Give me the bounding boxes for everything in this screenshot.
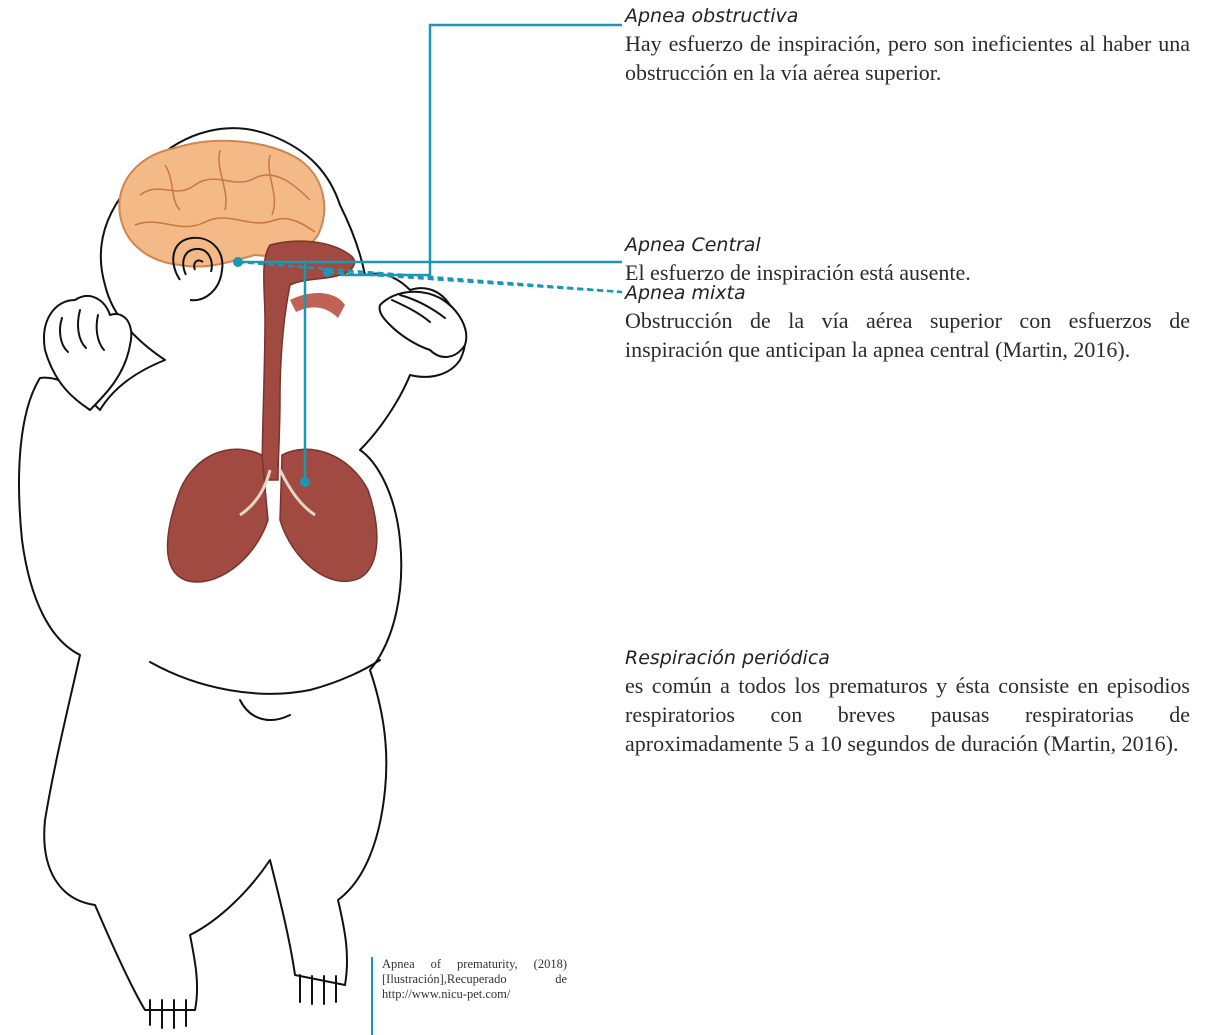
connector-obstructiva: [340, 25, 622, 275]
label-respiracion-periodica: Respiración periódica es común a todos l…: [625, 645, 1190, 758]
label-text: Hay esfuerzo de inspiración, pero son in…: [625, 29, 1190, 87]
label-title: Apnea Central: [625, 232, 1190, 258]
label-apnea-obstructiva: Apnea obstructiva Hay esfuerzo de inspir…: [625, 3, 1190, 87]
dot-ear: [233, 257, 243, 267]
label-title: Apnea mixta: [625, 280, 1190, 306]
label-text: Obstrucción de la vía aérea superior con…: [625, 306, 1190, 364]
image-credit-caption: Apnea of prematurity, (2018) [Ilustració…: [371, 957, 567, 1035]
label-apnea-mixta: Apnea mixta Obstrucción de la vía aérea …: [625, 280, 1190, 364]
label-title: Respiración periódica: [625, 645, 1190, 671]
label-title: Apnea obstructiva: [625, 3, 1190, 29]
label-text: es común a todos los prematuros y ésta c…: [625, 671, 1190, 758]
label-apnea-central: Apnea Central El esfuerzo de inspiración…: [625, 232, 1190, 287]
dot-lung: [300, 477, 310, 487]
dot-mouth: [323, 267, 333, 277]
